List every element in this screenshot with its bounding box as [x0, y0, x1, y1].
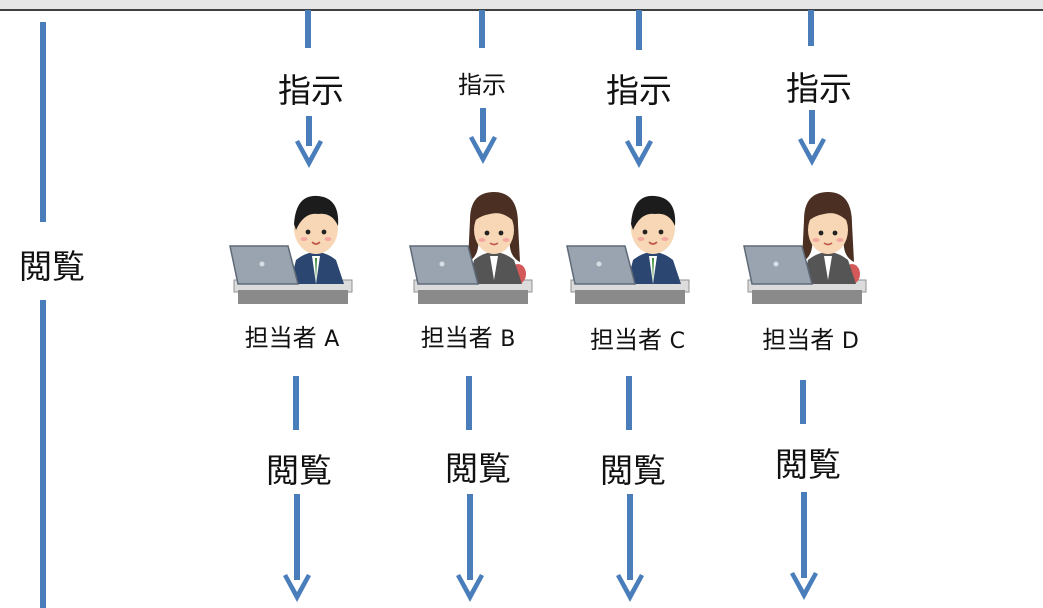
- view-line-top-a: [293, 376, 299, 430]
- view-line-top-c: [626, 376, 632, 430]
- worker-name-b: 担当者: [420, 324, 493, 352]
- left-view-label: 閲覧: [19, 247, 85, 286]
- worker-id-b: B: [500, 327, 516, 352]
- worker-id-a: A: [324, 327, 340, 352]
- instruction-line-b: [479, 10, 485, 48]
- instruction-arrow-c: [625, 116, 653, 168]
- view-label-b: 閲覧: [445, 449, 511, 488]
- view-line-top-b: [466, 376, 472, 430]
- view-arrow-d: [790, 492, 818, 600]
- instruction-line-a: [305, 10, 311, 48]
- left-line-top: [40, 22, 46, 222]
- worker-label-d: 担当者 D: [738, 320, 883, 355]
- view-label-c: 閲覧: [600, 451, 666, 490]
- worker-illustration-d: [743, 192, 867, 304]
- instruction-label-a: 指示: [278, 71, 344, 110]
- view-arrow-c: [616, 494, 644, 602]
- worker-illustration-c: [566, 195, 690, 304]
- worker-id-d: D: [841, 329, 859, 354]
- worker-label-a: 担当者 A: [222, 318, 362, 353]
- view-label-d: 閲覧: [775, 445, 841, 484]
- worker-name-a: 担当者: [244, 324, 317, 352]
- worker-label-c: 担当者 C: [565, 320, 710, 355]
- instruction-arrow-b: [469, 108, 497, 164]
- instruction-label-c: 指示: [606, 71, 672, 110]
- view-line-top-d: [800, 380, 806, 424]
- worker-illustration-a: [229, 195, 353, 304]
- instruction-line-c: [636, 10, 642, 50]
- instruction-label-d: 指示: [786, 69, 852, 108]
- worker-name-c: 担当者: [589, 326, 662, 354]
- view-arrow-a: [283, 494, 311, 602]
- top-border: [0, 0, 1043, 11]
- left-line-bottom: [40, 300, 46, 608]
- instruction-line-d: [808, 10, 814, 46]
- worker-label-b: 担当者 B: [398, 318, 538, 353]
- instruction-arrow-d: [798, 110, 826, 166]
- view-arrow-b: [456, 494, 484, 602]
- instruction-label-b: 指示: [458, 71, 506, 99]
- instruction-arrow-a: [295, 116, 323, 168]
- view-label-a: 閲覧: [266, 451, 332, 490]
- worker-id-c: C: [669, 329, 685, 354]
- worker-illustration-b: [409, 192, 533, 304]
- worker-name-d: 担当者: [762, 326, 835, 354]
